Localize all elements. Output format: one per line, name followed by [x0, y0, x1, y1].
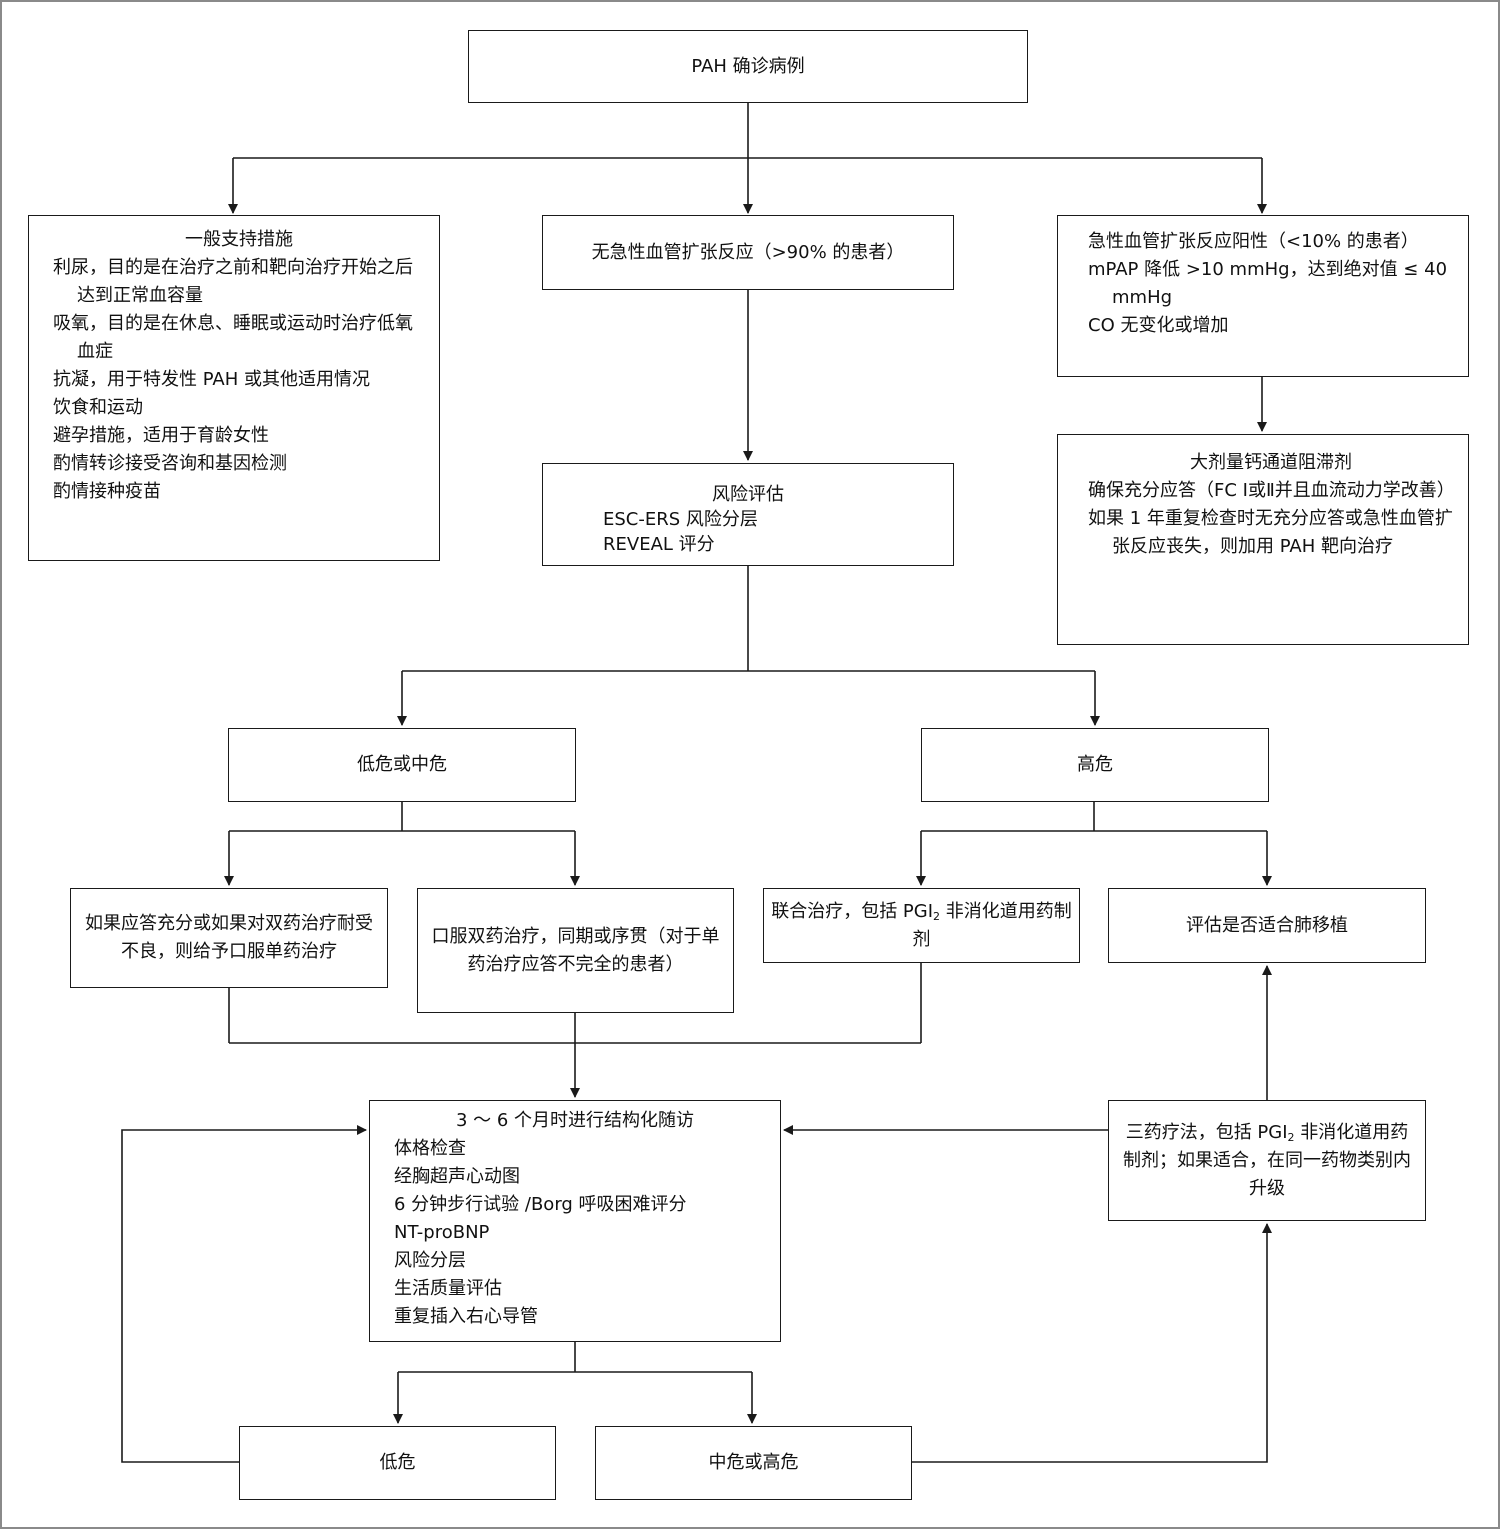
risk-title: 风险评估	[712, 484, 784, 505]
acute-positive-item: 急性血管扩张反应阳性（<10% 的患者）	[1088, 231, 1419, 252]
root-node: PAH 确诊病例	[468, 30, 1028, 103]
support-node: 一般支持措施 利尿，目的是在治疗之前和靶向治疗开始之后达到正常血容量 吸氧，目的…	[28, 215, 440, 561]
dual-node: 口服双药治疗，同期或序贯（对于单药治疗应答不完全的患者）	[417, 888, 734, 1013]
no-acute-label: 无急性血管扩张反应（>90% 的患者）	[591, 241, 905, 263]
low-node: 低危	[239, 1426, 556, 1500]
followup-item: 体格检查	[394, 1138, 466, 1159]
low-label: 低危	[379, 1452, 416, 1473]
triple-label: 三药疗法，包括 PGI2 非消化道用药制剂；如果适合，在同一药物类别内升级	[1123, 1121, 1411, 1199]
support-item: 饮食和运动	[53, 397, 143, 418]
support-item: 利尿，目的是在治疗之前和靶向治疗开始之后达到正常血容量	[53, 257, 413, 306]
mid-high-label: 中危或高危	[708, 1452, 799, 1473]
combo-node: 联合治疗，包括 PGI2 非消化道用药制剂	[763, 888, 1080, 963]
acute-positive-item: CO 无变化或增加	[1088, 315, 1229, 336]
arrow-to-triple	[911, 1223, 1272, 1463]
dual-label: 口服双药治疗，同期或序贯（对于单药治疗应答不完全的患者）	[431, 925, 720, 975]
followup-item: 6 分钟步行试验 /Borg 呼吸困难评分	[394, 1194, 687, 1215]
ccb-item: 如果 1 年重复检查时无充分应答或急性血管扩张反应丧失，则加用 PAH 靶向治疗	[1088, 508, 1453, 557]
low-mid-label: 低危或中危	[357, 754, 447, 775]
transplant-node: 评估是否适合肺移植	[1108, 888, 1426, 963]
mono-label: 如果应答充分或如果对双药治疗耐受不良，则给予口服单药治疗	[85, 913, 373, 962]
support-item: 酌情接种疫苗	[53, 481, 161, 502]
risk-node: 风险评估 ESC-ERS 风险分层 REVEAL 评分	[542, 463, 954, 566]
ccb-item: 确保充分应答（FC Ⅰ或Ⅱ并且血流动力学改善）	[1088, 480, 1455, 501]
followup-item: NT-proBNP	[394, 1222, 490, 1243]
followup-title: 3 ～ 6 个月时进行结构化随访	[455, 1110, 695, 1131]
mid-high-node: 中危或高危	[595, 1426, 912, 1500]
support-item: 避孕措施，适用于育龄女性	[53, 425, 269, 446]
ccb-node: 大剂量钙通道阻滞剂 确保充分应答（FC Ⅰ或Ⅱ并且血流动力学改善） 如果 1 年…	[1057, 434, 1469, 645]
support-item: 吸氧，目的是在休息、睡眠或运动时治疗低氧血症	[53, 313, 413, 362]
high-node: 高危	[921, 728, 1269, 802]
risk-item: ESC-ERS 风险分层	[603, 509, 758, 530]
transplant-label: 评估是否适合肺移植	[1186, 914, 1348, 936]
mono-node: 如果应答充分或如果对双药治疗耐受不良，则给予口服单药治疗	[70, 888, 388, 988]
support-item: 抗凝，用于特发性 PAH 或其他适用情况	[53, 369, 370, 390]
followup-item: 生活质量评估	[394, 1278, 502, 1299]
support-item: 酌情转诊接受咨询和基因检测	[53, 453, 287, 474]
followup-node: 3 ～ 6 个月时进行结构化随访 体格检查 经胸超声心动图 6 分钟步行试验 /…	[369, 1100, 781, 1342]
support-title: 一般支持措施	[185, 229, 293, 250]
root-label: PAH 确诊病例	[691, 55, 805, 77]
high-label: 高危	[1077, 754, 1113, 775]
followup-item: 重复插入右心导管	[394, 1306, 538, 1327]
followup-item: 风险分层	[394, 1250, 466, 1271]
low-mid-node: 低危或中危	[228, 728, 576, 802]
followup-item: 经胸超声心动图	[394, 1166, 520, 1187]
arrow-low-loop-back	[121, 1125, 367, 1463]
triple-node: 三药疗法，包括 PGI2 非消化道用药制剂；如果适合，在同一药物类别内升级	[1108, 1100, 1426, 1221]
acute-positive-item: mPAP 降低 >10 mmHg，达到绝对值 ≤ 40 mmHg	[1088, 259, 1448, 308]
no-acute-node: 无急性血管扩张反应（>90% 的患者）	[542, 215, 954, 290]
risk-item: REVEAL 评分	[603, 534, 715, 555]
ccb-title: 大剂量钙通道阻滞剂	[1190, 452, 1352, 473]
combo-label: 联合治疗，包括 PGI2 非消化道用药制剂	[771, 900, 1072, 950]
acute-positive-node: 急性血管扩张反应阳性（<10% 的患者） mPAP 降低 >10 mmHg，达到…	[1057, 215, 1469, 377]
